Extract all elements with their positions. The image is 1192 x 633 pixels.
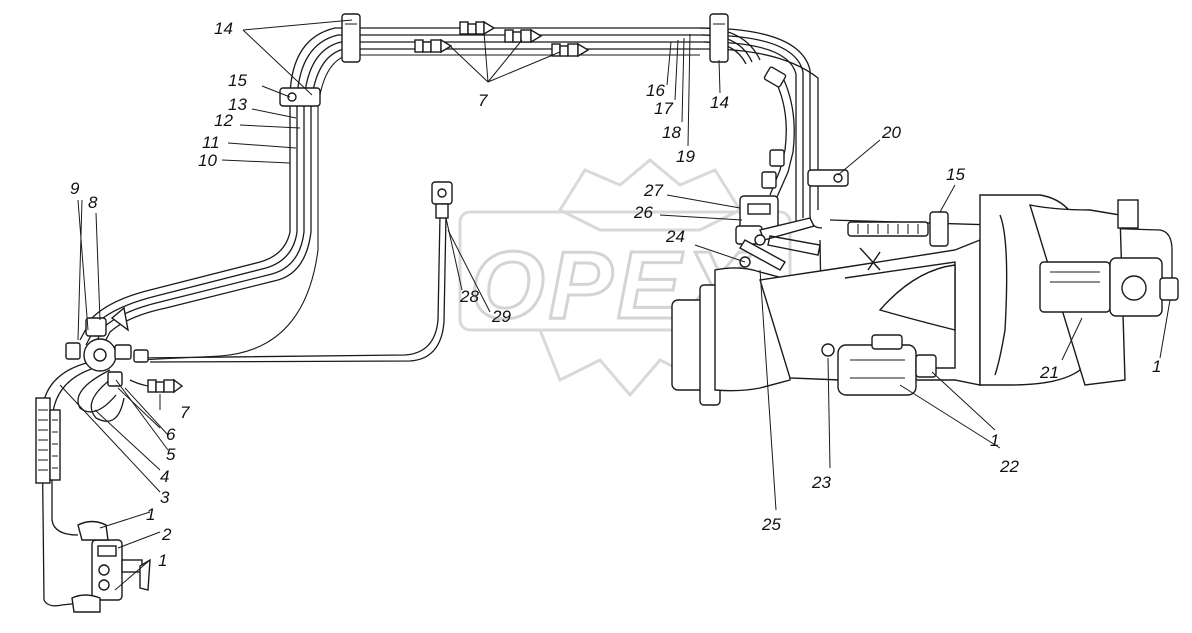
coupling-7-top-4 (551, 42, 590, 58)
callout-label-l7b: 7 (180, 403, 190, 422)
transfer-unit-21 (1039, 257, 1179, 317)
callout-label-l10: 10 (198, 151, 217, 170)
slave-cylinder-22 (821, 334, 937, 396)
callout-label-l26: 26 (633, 203, 653, 222)
callout-label-l24: 24 (665, 227, 685, 246)
callout-label-l13: 13 (228, 95, 247, 114)
tee-fitting-8 (65, 306, 149, 387)
callout-label-l29: 29 (491, 307, 511, 326)
cylinder-assembly-24-27 (735, 195, 821, 271)
callout-label-l21: 21 (1039, 363, 1059, 382)
clamp-15-left (279, 87, 321, 107)
coupling-7-bottom (147, 378, 184, 394)
coupling-7-top-1 (459, 20, 496, 36)
callout-label-l19: 19 (676, 147, 695, 166)
callout-label-l14a: 14 (214, 19, 233, 38)
callout-label-l1b: 1 (158, 551, 167, 570)
hose-right-horizontal (807, 169, 949, 247)
part-labels: 1415131211109871617181914201527262428297… (70, 19, 1161, 570)
callout-label-l27: 27 (643, 181, 663, 200)
callout-label-l1d: 1 (990, 431, 999, 450)
callout-label-l5: 5 (166, 445, 176, 464)
valve-28 (431, 181, 453, 219)
callout-label-l1a: 1 (146, 505, 155, 524)
hose-fitting-upper (761, 66, 787, 189)
callout-label-l20: 20 (881, 123, 901, 142)
pipe-hose-right (769, 77, 795, 198)
callout-label-l3: 3 (160, 488, 170, 507)
callout-label-l8: 8 (88, 193, 98, 212)
callout-label-l6: 6 (166, 425, 176, 444)
callout-label-l12: 12 (214, 111, 233, 130)
hose-left-vertical (35, 397, 61, 484)
callout-label-l15b: 15 (946, 165, 965, 184)
callout-label-l11: 11 (202, 133, 220, 152)
callout-label-l1c: 1 (1152, 357, 1161, 376)
callout-label-l25: 25 (761, 515, 781, 534)
callout-label-l2: 2 (161, 525, 172, 544)
master-cylinder-2 (71, 520, 151, 613)
callout-label-l14b: 14 (710, 93, 729, 112)
callout-label-l23: 23 (811, 473, 831, 492)
callout-label-l9: 9 (70, 179, 80, 198)
clamp-14-right (709, 13, 729, 63)
callout-label-l18: 18 (662, 123, 681, 142)
callout-label-l17: 17 (654, 99, 673, 118)
callout-label-l7a: 7 (478, 91, 488, 110)
callout-label-l16: 16 (646, 81, 665, 100)
clamp-14-left (341, 13, 361, 63)
pipe-to-valve-28 (139, 214, 447, 363)
leader-lines (59, 19, 1171, 591)
callout-label-l22: 22 (999, 457, 1019, 476)
callout-label-l28: 28 (459, 287, 479, 306)
callout-label-l15a: 15 (228, 71, 247, 90)
coupling-7-top-3 (504, 28, 543, 44)
coupling-7-top-2 (414, 38, 453, 54)
callout-label-l4: 4 (160, 467, 169, 486)
